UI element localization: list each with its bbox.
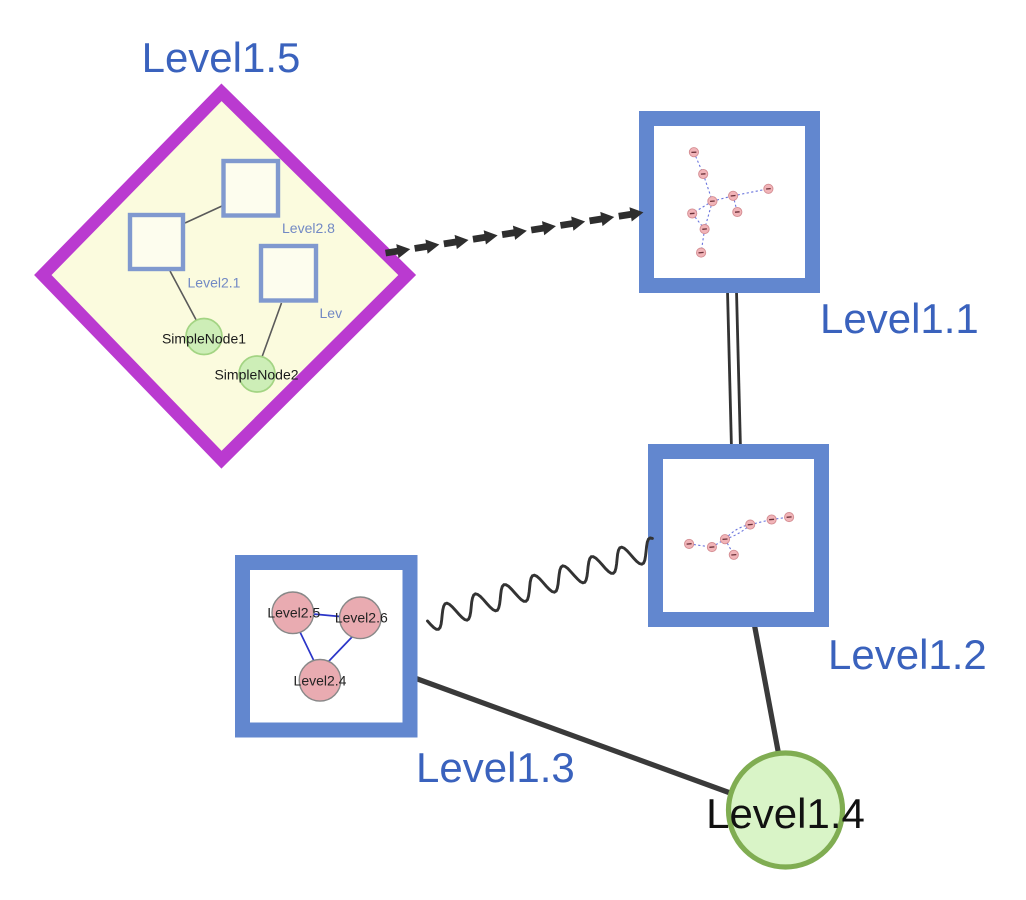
svg-text:Level2.8: Level2.8 <box>282 220 335 236</box>
svg-text:Level1.1: Level1.1 <box>820 295 979 342</box>
svg-text:SimpleNode2: SimpleNode2 <box>214 367 298 383</box>
svg-text:Level2.5: Level2.5 <box>267 604 320 620</box>
svg-text:Lev: Lev <box>320 305 343 321</box>
svg-text:Level2.6: Level2.6 <box>335 609 388 625</box>
svg-text:Level2.4: Level2.4 <box>294 672 347 688</box>
svg-text:Level1.3: Level1.3 <box>416 744 575 791</box>
svg-text:Level1.4: Level1.4 <box>706 790 865 837</box>
svg-text:Level1.5: Level1.5 <box>142 34 301 81</box>
svg-text:Level1.2: Level1.2 <box>828 631 987 678</box>
svg-text:SimpleNode1: SimpleNode1 <box>162 331 246 347</box>
svg-text:Level2.1: Level2.1 <box>188 275 241 291</box>
